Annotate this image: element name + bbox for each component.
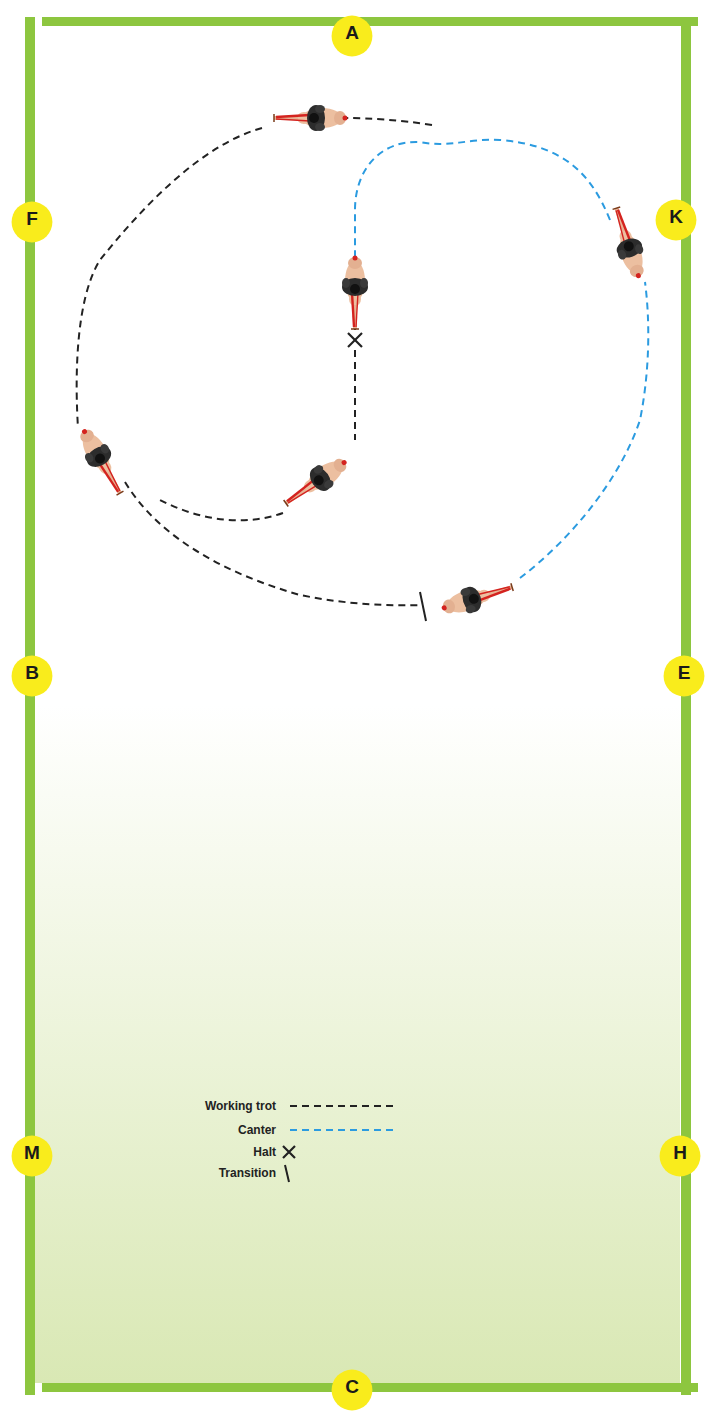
- arena-letter-text: C: [331, 1369, 373, 1411]
- arena-letter-text: B: [11, 655, 53, 697]
- letter-disc-fill: [12, 656, 53, 697]
- letter-disc-fill: [660, 1136, 701, 1177]
- legend-line: [290, 1129, 395, 1131]
- arena-letter: M: [11, 1135, 53, 1177]
- transition-mark: [420, 592, 426, 621]
- horse-rider: [604, 204, 651, 282]
- arena-fence: [42, 17, 698, 26]
- legend-sample: [285, 1165, 289, 1182]
- arena-letter: F: [11, 201, 53, 243]
- halt-mark: [348, 333, 362, 347]
- legend-label: Working trot: [205, 1099, 276, 1113]
- arena-letter: H: [659, 1135, 701, 1177]
- arena-letter-text: F: [11, 201, 53, 243]
- horse-rider: [72, 423, 131, 500]
- letter-disc-fill: [664, 656, 705, 697]
- letter-disc-fill: [332, 1370, 373, 1411]
- horse-rider: [279, 450, 354, 513]
- legend-line: [290, 1105, 395, 1107]
- arena-letter-text: M: [11, 1135, 53, 1177]
- arena-letter-text: A: [331, 15, 373, 57]
- legend-halt: [283, 1146, 295, 1158]
- horse-rider: [438, 575, 516, 621]
- arena-letter: B: [11, 655, 53, 697]
- legend-sample: [290, 1130, 395, 1131]
- legend-sample: [290, 1106, 395, 1107]
- letter-disc-fill: [332, 16, 373, 57]
- letter-disc-fill: [12, 1136, 53, 1177]
- legend-sample: [283, 1146, 295, 1158]
- legend-label: Canter: [238, 1123, 276, 1137]
- arena-ground: [35, 26, 680, 1383]
- letter-disc-fill: [656, 200, 697, 241]
- arena-letter: K: [655, 199, 697, 241]
- route-lines: [77, 118, 649, 605]
- arena-letter: C: [331, 1369, 373, 1411]
- arena-letter-text: K: [655, 199, 697, 241]
- legend-label: Transition: [219, 1166, 276, 1180]
- arena-letter-text: E: [663, 655, 705, 697]
- horse-rider: [274, 105, 348, 131]
- letter-disc-fill: [12, 202, 53, 243]
- legend-transition: [285, 1165, 289, 1182]
- horse-rider: [342, 256, 368, 330]
- arena-letter: A: [331, 15, 373, 57]
- arena-letter: E: [663, 655, 705, 697]
- legend-label: Halt: [253, 1145, 276, 1159]
- arena-letter-text: H: [659, 1135, 701, 1177]
